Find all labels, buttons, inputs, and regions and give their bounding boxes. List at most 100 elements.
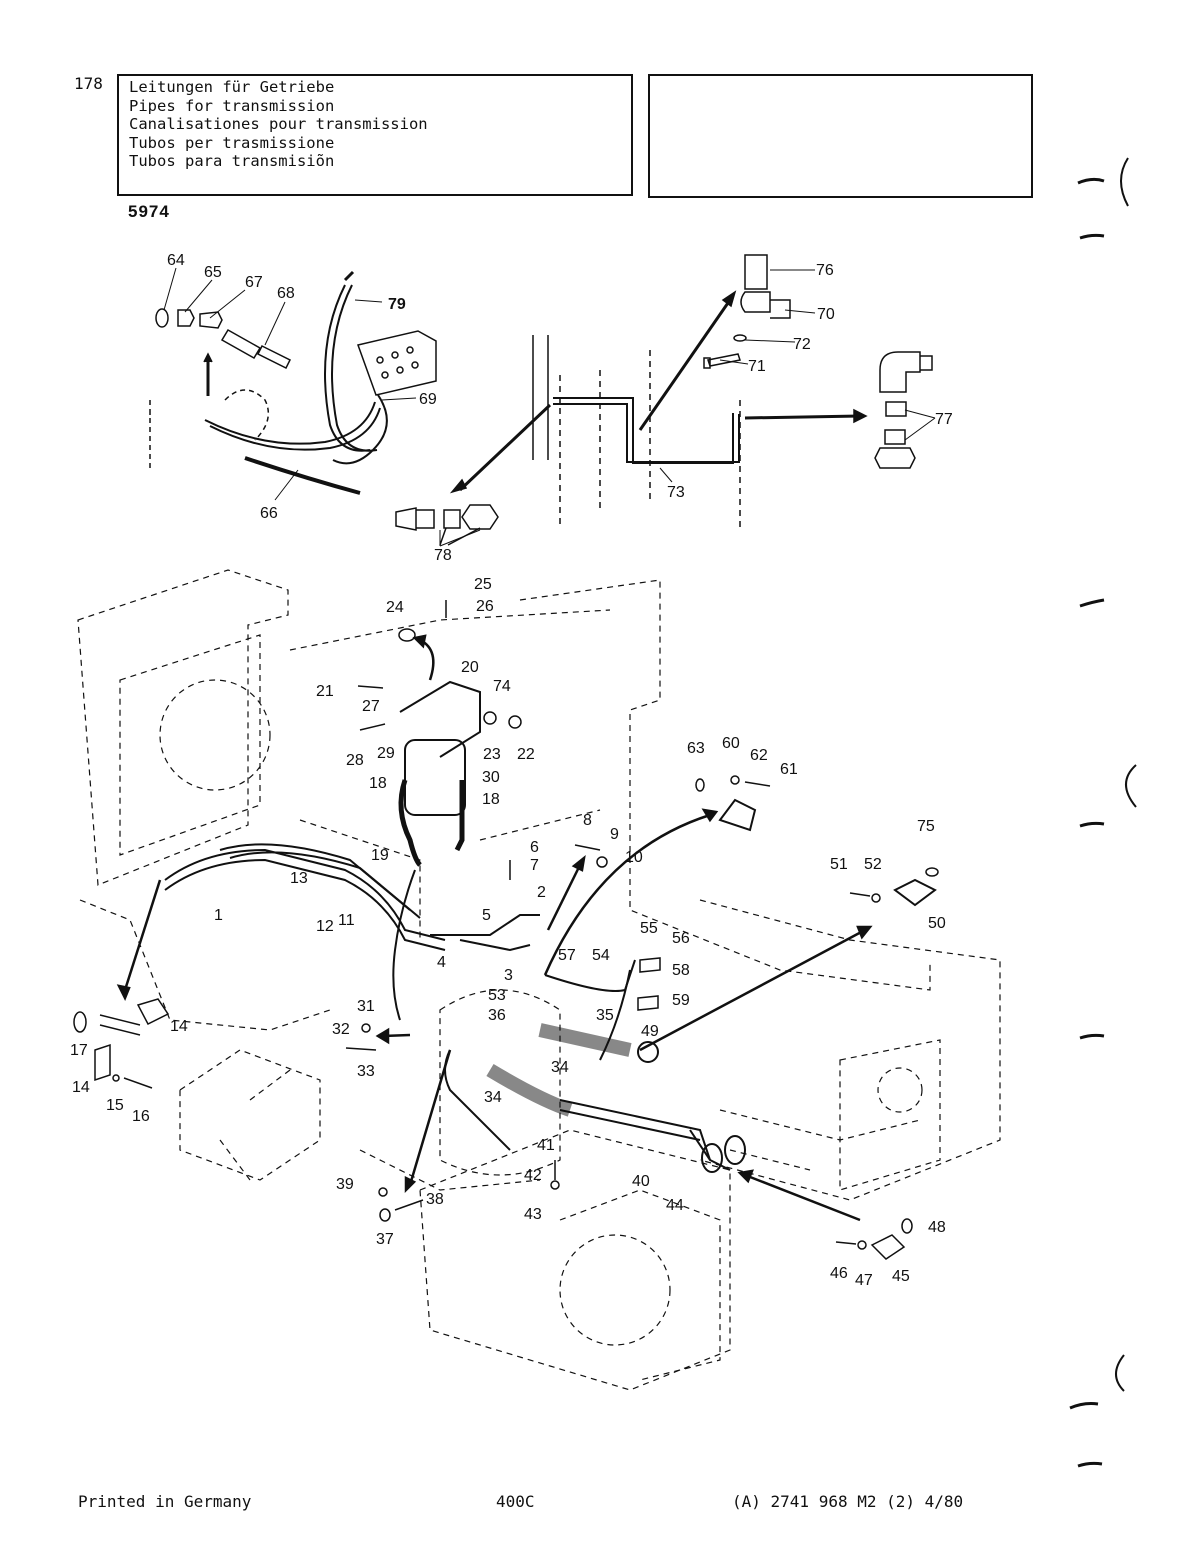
callout: 13 (290, 870, 308, 887)
footer-printed: Printed in Germany (78, 1492, 252, 1511)
title-box: Leitungen für Getriebe Pipes for transmi… (117, 74, 633, 196)
callout: 14 (170, 1018, 188, 1035)
callout: 1 (214, 907, 223, 924)
callout: 53 (488, 987, 506, 1004)
callout: 48 (928, 1219, 946, 1236)
callout: 73 (667, 484, 685, 501)
title-line-fr: Canalisationes pour transmission (129, 115, 428, 133)
callout: 6 (530, 839, 539, 856)
callout: 14 (72, 1079, 90, 1096)
callout: 69 (419, 391, 437, 408)
callout: 15 (106, 1097, 124, 1114)
callout: 55 (640, 920, 658, 937)
callout: 12 (316, 918, 334, 935)
callout: 71 (748, 358, 766, 375)
callout: 39 (336, 1176, 354, 1193)
callout: 78 (434, 547, 452, 564)
binder-margin-marks (1069, 157, 1137, 1468)
callout: 43 (524, 1206, 542, 1223)
callout: 57 (558, 947, 576, 964)
callout: 34 (484, 1089, 502, 1106)
callout: 9 (610, 826, 619, 843)
callout: 23 (483, 746, 501, 763)
callout: 8 (583, 812, 592, 829)
page-number: 178 (74, 74, 103, 93)
callout: 18 (369, 775, 387, 792)
callout: 54 (592, 947, 610, 964)
callout: 44 (666, 1197, 684, 1214)
callout: 40 (632, 1173, 650, 1190)
callout: 56 (672, 930, 690, 947)
footer-model: 400C (496, 1492, 535, 1511)
callout: 42 (524, 1167, 542, 1184)
callout: 38 (426, 1191, 444, 1208)
callout: 70 (817, 306, 835, 323)
callout: 47 (855, 1272, 873, 1289)
callout: 2 (537, 884, 546, 901)
callout: 37 (376, 1231, 394, 1248)
callout: 63 (687, 740, 705, 757)
title-line-it: Tubos per trasmissione (129, 133, 335, 152)
callout: 7 (530, 857, 539, 874)
title-line-de: Leitungen für Getriebe (129, 78, 335, 96)
top-center-detail (395, 254, 933, 546)
callout: 29 (377, 745, 395, 762)
callout: 49 (641, 1023, 659, 1040)
callout: 24 (386, 599, 404, 616)
callout: 75 (917, 818, 935, 835)
callout: 3 (504, 967, 513, 984)
callout: 74 (493, 678, 511, 695)
callout: 65 (204, 264, 222, 281)
callout: 33 (357, 1063, 375, 1080)
callout: 50 (928, 915, 946, 932)
callout: 19 (371, 847, 389, 864)
callout: 32 (332, 1021, 350, 1038)
callout: 31 (357, 998, 375, 1015)
callout: 10 (625, 849, 643, 866)
callout: 52 (864, 856, 882, 873)
callout: 25 (474, 576, 492, 593)
callout: 26 (476, 598, 494, 615)
callout: 64 (167, 252, 185, 269)
callout: 18 (482, 791, 500, 808)
callout: 36 (488, 1007, 506, 1024)
footer-code: (A) 2741 968 M2 (2) 4/80 (732, 1492, 964, 1511)
callout: 61 (780, 761, 798, 778)
callout: 27 (362, 698, 380, 715)
callout: 30 (482, 769, 500, 786)
leader-lines (163, 267, 936, 547)
callout: 77 (935, 411, 953, 428)
callout: 4 (437, 954, 446, 971)
callout: 59 (672, 992, 690, 1009)
callout: 72 (793, 336, 811, 353)
callout: 20 (461, 659, 479, 676)
callout: 46 (830, 1265, 848, 1282)
callout: 17 (70, 1042, 88, 1059)
callout: 58 (672, 962, 690, 979)
callout: 35 (596, 1007, 614, 1024)
callout-labels: 1 2 3 4 5 6 7 8 9 10 11 12 13 14 14 15 1… (70, 252, 953, 1289)
callout: 28 (346, 752, 364, 769)
callout: 62 (750, 747, 768, 764)
title-line-es: Tubos para transmisiõn (129, 152, 335, 170)
callout: 68 (277, 285, 295, 302)
callout: 79 (388, 296, 406, 313)
callout: 66 (260, 505, 278, 522)
blank-info-box (648, 74, 1033, 198)
callout: 60 (722, 735, 740, 752)
top-left-detail (149, 270, 437, 495)
reference-number: 5974 (128, 202, 170, 221)
callout: 11 (338, 912, 355, 929)
main-assembly-drawing (73, 569, 1001, 1391)
callout: 45 (892, 1268, 910, 1285)
callout: 41 (537, 1137, 555, 1154)
callout: 21 (316, 683, 334, 700)
callout: 5 (482, 907, 491, 924)
title-line-en: Pipes for transmission (129, 96, 335, 115)
callout: 34 (551, 1059, 569, 1076)
callout: 22 (517, 746, 535, 763)
callout: 16 (132, 1108, 150, 1125)
callout: 76 (816, 262, 834, 279)
callout: 67 (245, 274, 263, 291)
